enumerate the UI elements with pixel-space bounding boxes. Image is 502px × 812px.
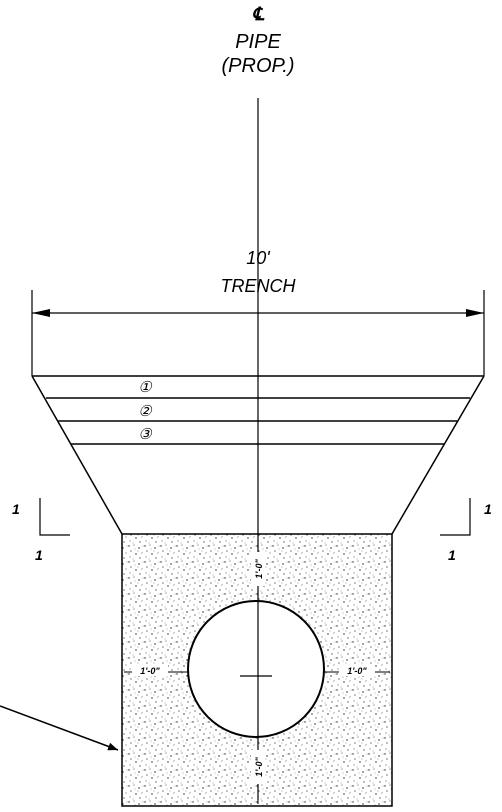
trench-slope-right bbox=[391, 375, 485, 535]
clearance-right-label-bg bbox=[339, 664, 375, 676]
layer-marker-2: ② bbox=[138, 403, 153, 420]
layer-marker-1: ① bbox=[138, 379, 153, 396]
pipe-circle bbox=[187, 600, 325, 738]
slope-right-run: 1 bbox=[448, 547, 456, 563]
clearance-left-label-bg bbox=[132, 664, 168, 676]
clearance-left-label: 1'-0" bbox=[140, 666, 160, 676]
centerline-pipe-label: PIPE bbox=[235, 31, 281, 53]
centerline-prop-label: (PROP.) bbox=[222, 55, 295, 77]
clearance-bottom-label-bg bbox=[251, 750, 265, 784]
trench-width-arrow-right bbox=[466, 309, 484, 317]
clearance-top-label: 1'-0" bbox=[254, 559, 264, 579]
layer-marker-3: ③ bbox=[138, 426, 153, 443]
trench-width-arrow-left bbox=[32, 309, 50, 317]
slope-left-run: 1 bbox=[35, 547, 43, 563]
slope-right-triangle bbox=[440, 498, 471, 536]
clearance-bottom-label: 1'-0" bbox=[254, 757, 264, 777]
trench-slope-left bbox=[31, 375, 123, 535]
slope-right-rise: 1 bbox=[484, 501, 492, 517]
clearance-right-label: 1'-0" bbox=[347, 666, 367, 676]
centerline-symbol: ℄ bbox=[252, 4, 265, 24]
slope-left-rise: 1 bbox=[12, 501, 20, 517]
slope-left-triangle bbox=[39, 498, 70, 536]
leader-arrow bbox=[0, 705, 119, 751]
clearance-top-label-bg bbox=[251, 552, 265, 586]
